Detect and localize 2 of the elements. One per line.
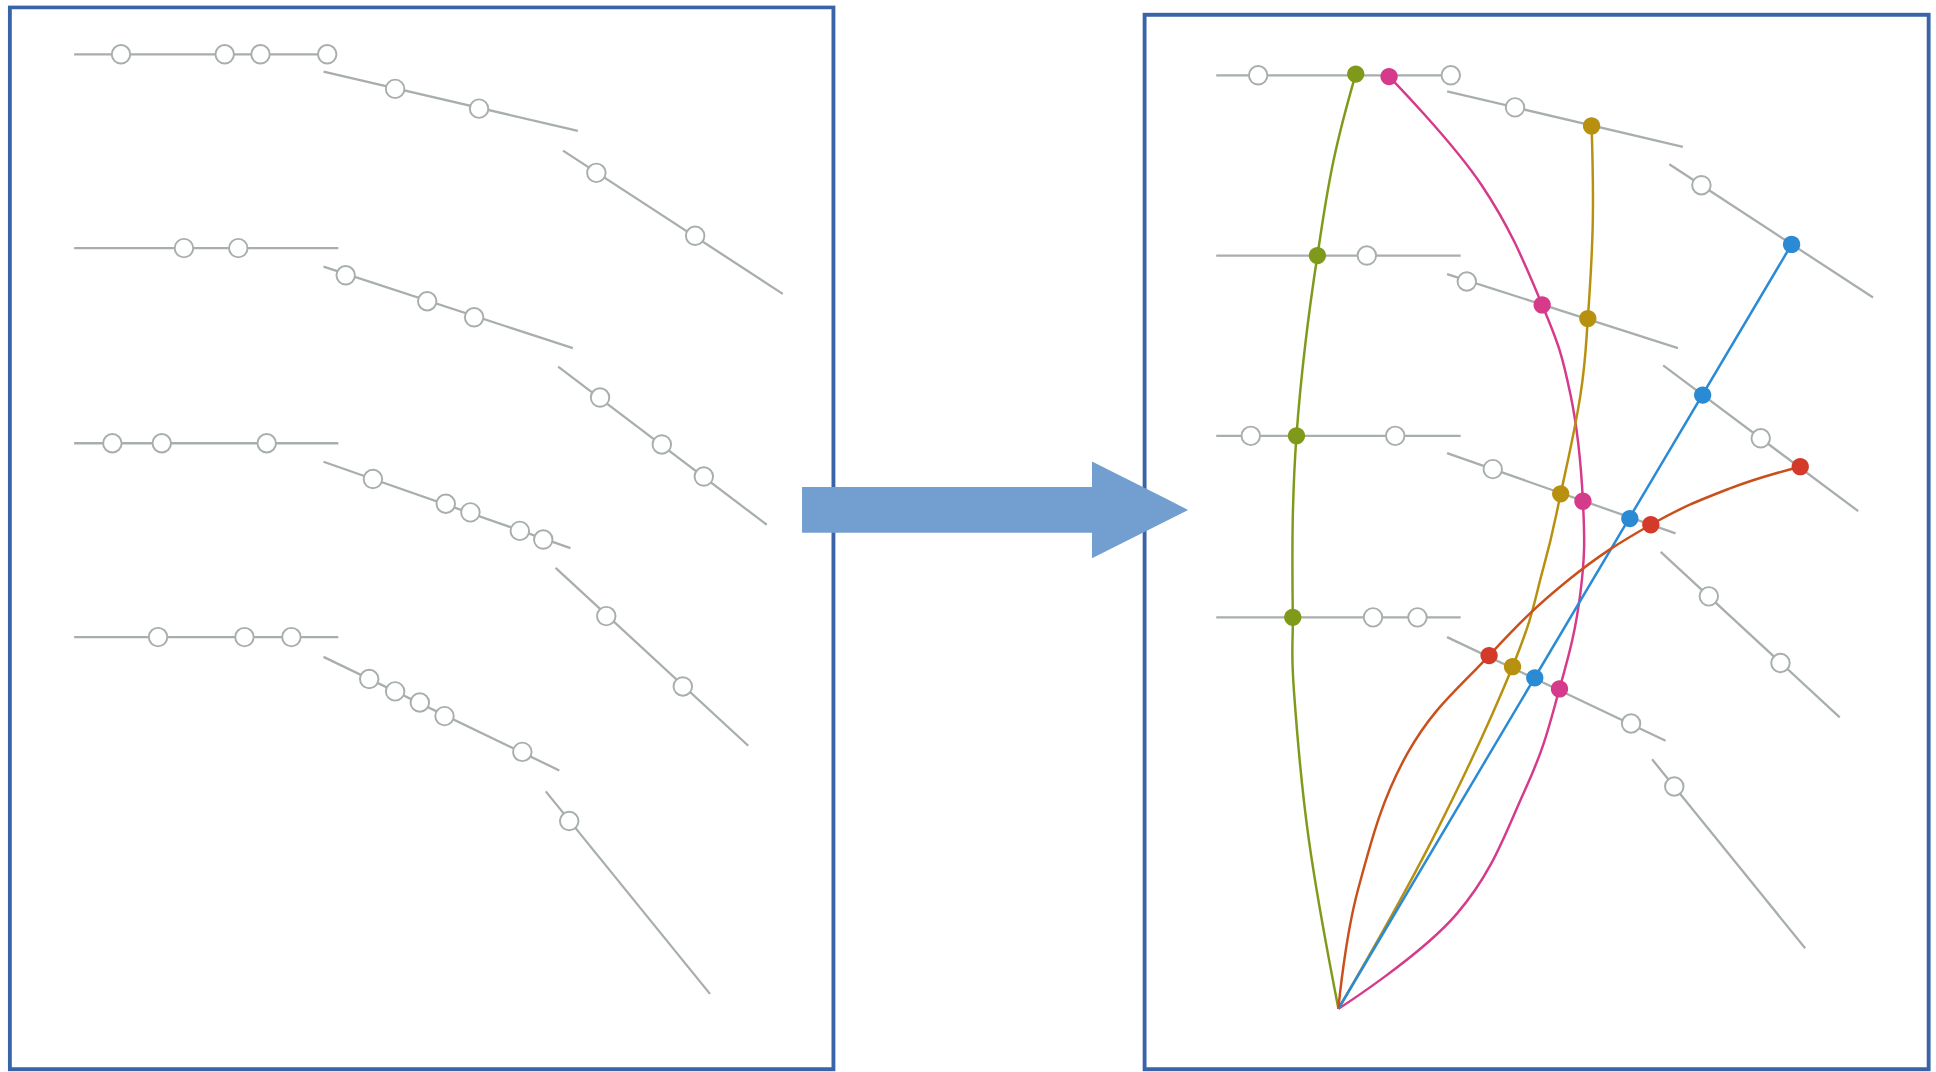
panel-frame: [1142, 12, 1931, 1072]
panel-frame: [7, 5, 836, 1072]
